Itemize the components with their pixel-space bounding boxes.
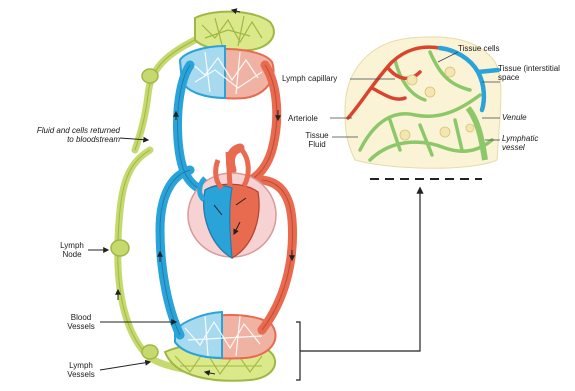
tissue-fluid-line-1: Tissue — [300, 131, 334, 140]
tissue-fluid-line-2: Fluid — [300, 140, 334, 149]
blood-vessels-line-2: Vessels — [62, 322, 100, 331]
fluid-returned-line-2: to bloodstream — [0, 135, 120, 144]
lymph-vessels-line-2: Vessels — [62, 370, 100, 379]
lymphatic-vessel-label: Lymphatic vessel — [502, 134, 538, 152]
arteriole-label: Arteriole — [288, 114, 318, 123]
bottom-blood-capillary-bed — [175, 312, 276, 358]
lymph-capillary-label: Lymph capillary — [282, 74, 337, 83]
tissue-space-line-2: space — [498, 73, 574, 82]
top-blood-capillary-bed — [180, 46, 274, 98]
lymph-node-label: Lymph Node — [56, 241, 88, 259]
tissue-space-line-1: Tissue (interstitial — [498, 64, 574, 73]
fluid-returned-line-1: Fluid and cells returned — [0, 126, 120, 135]
lymph-vessels-label: Lymph Vessels — [62, 361, 100, 379]
tissue-cells-label: Tissue cells — [458, 44, 500, 53]
zoom-bracket — [296, 188, 420, 380]
tissue-space-label: Tissue (interstitial space — [498, 64, 574, 82]
fluid-returned-label: Fluid and cells returned to bloodstream — [0, 126, 120, 144]
blood-vessels-label: Blood Vessels — [62, 313, 100, 331]
lymphatic-vessel-line-1: Lymphatic — [502, 134, 538, 143]
lymph-node-line-1: Lymph — [56, 241, 88, 250]
tissue-inset — [345, 37, 501, 168]
lymphatic-vessel-line-2: vessel — [502, 143, 538, 152]
top-lymph-capillary-bed — [195, 12, 274, 51]
venule-label: Venule — [502, 113, 527, 122]
tissue-fluid-label: Tissue Fluid — [300, 131, 334, 149]
lymph-vessels-line-1: Lymph — [62, 361, 100, 370]
blood-vessels-line-1: Blood — [62, 313, 100, 322]
lymph-node-line-2: Node — [56, 250, 88, 259]
